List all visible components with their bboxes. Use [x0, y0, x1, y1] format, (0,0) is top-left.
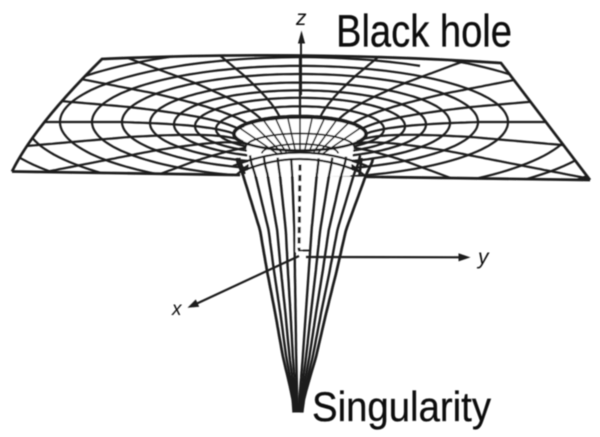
svg-text:Singularity: Singularity: [312, 383, 491, 430]
svg-text:y: y: [476, 246, 490, 269]
svg-text:Black hole: Black hole: [336, 6, 512, 57]
svg-text:x: x: [171, 299, 183, 320]
svg-text:z: z: [295, 7, 307, 30]
